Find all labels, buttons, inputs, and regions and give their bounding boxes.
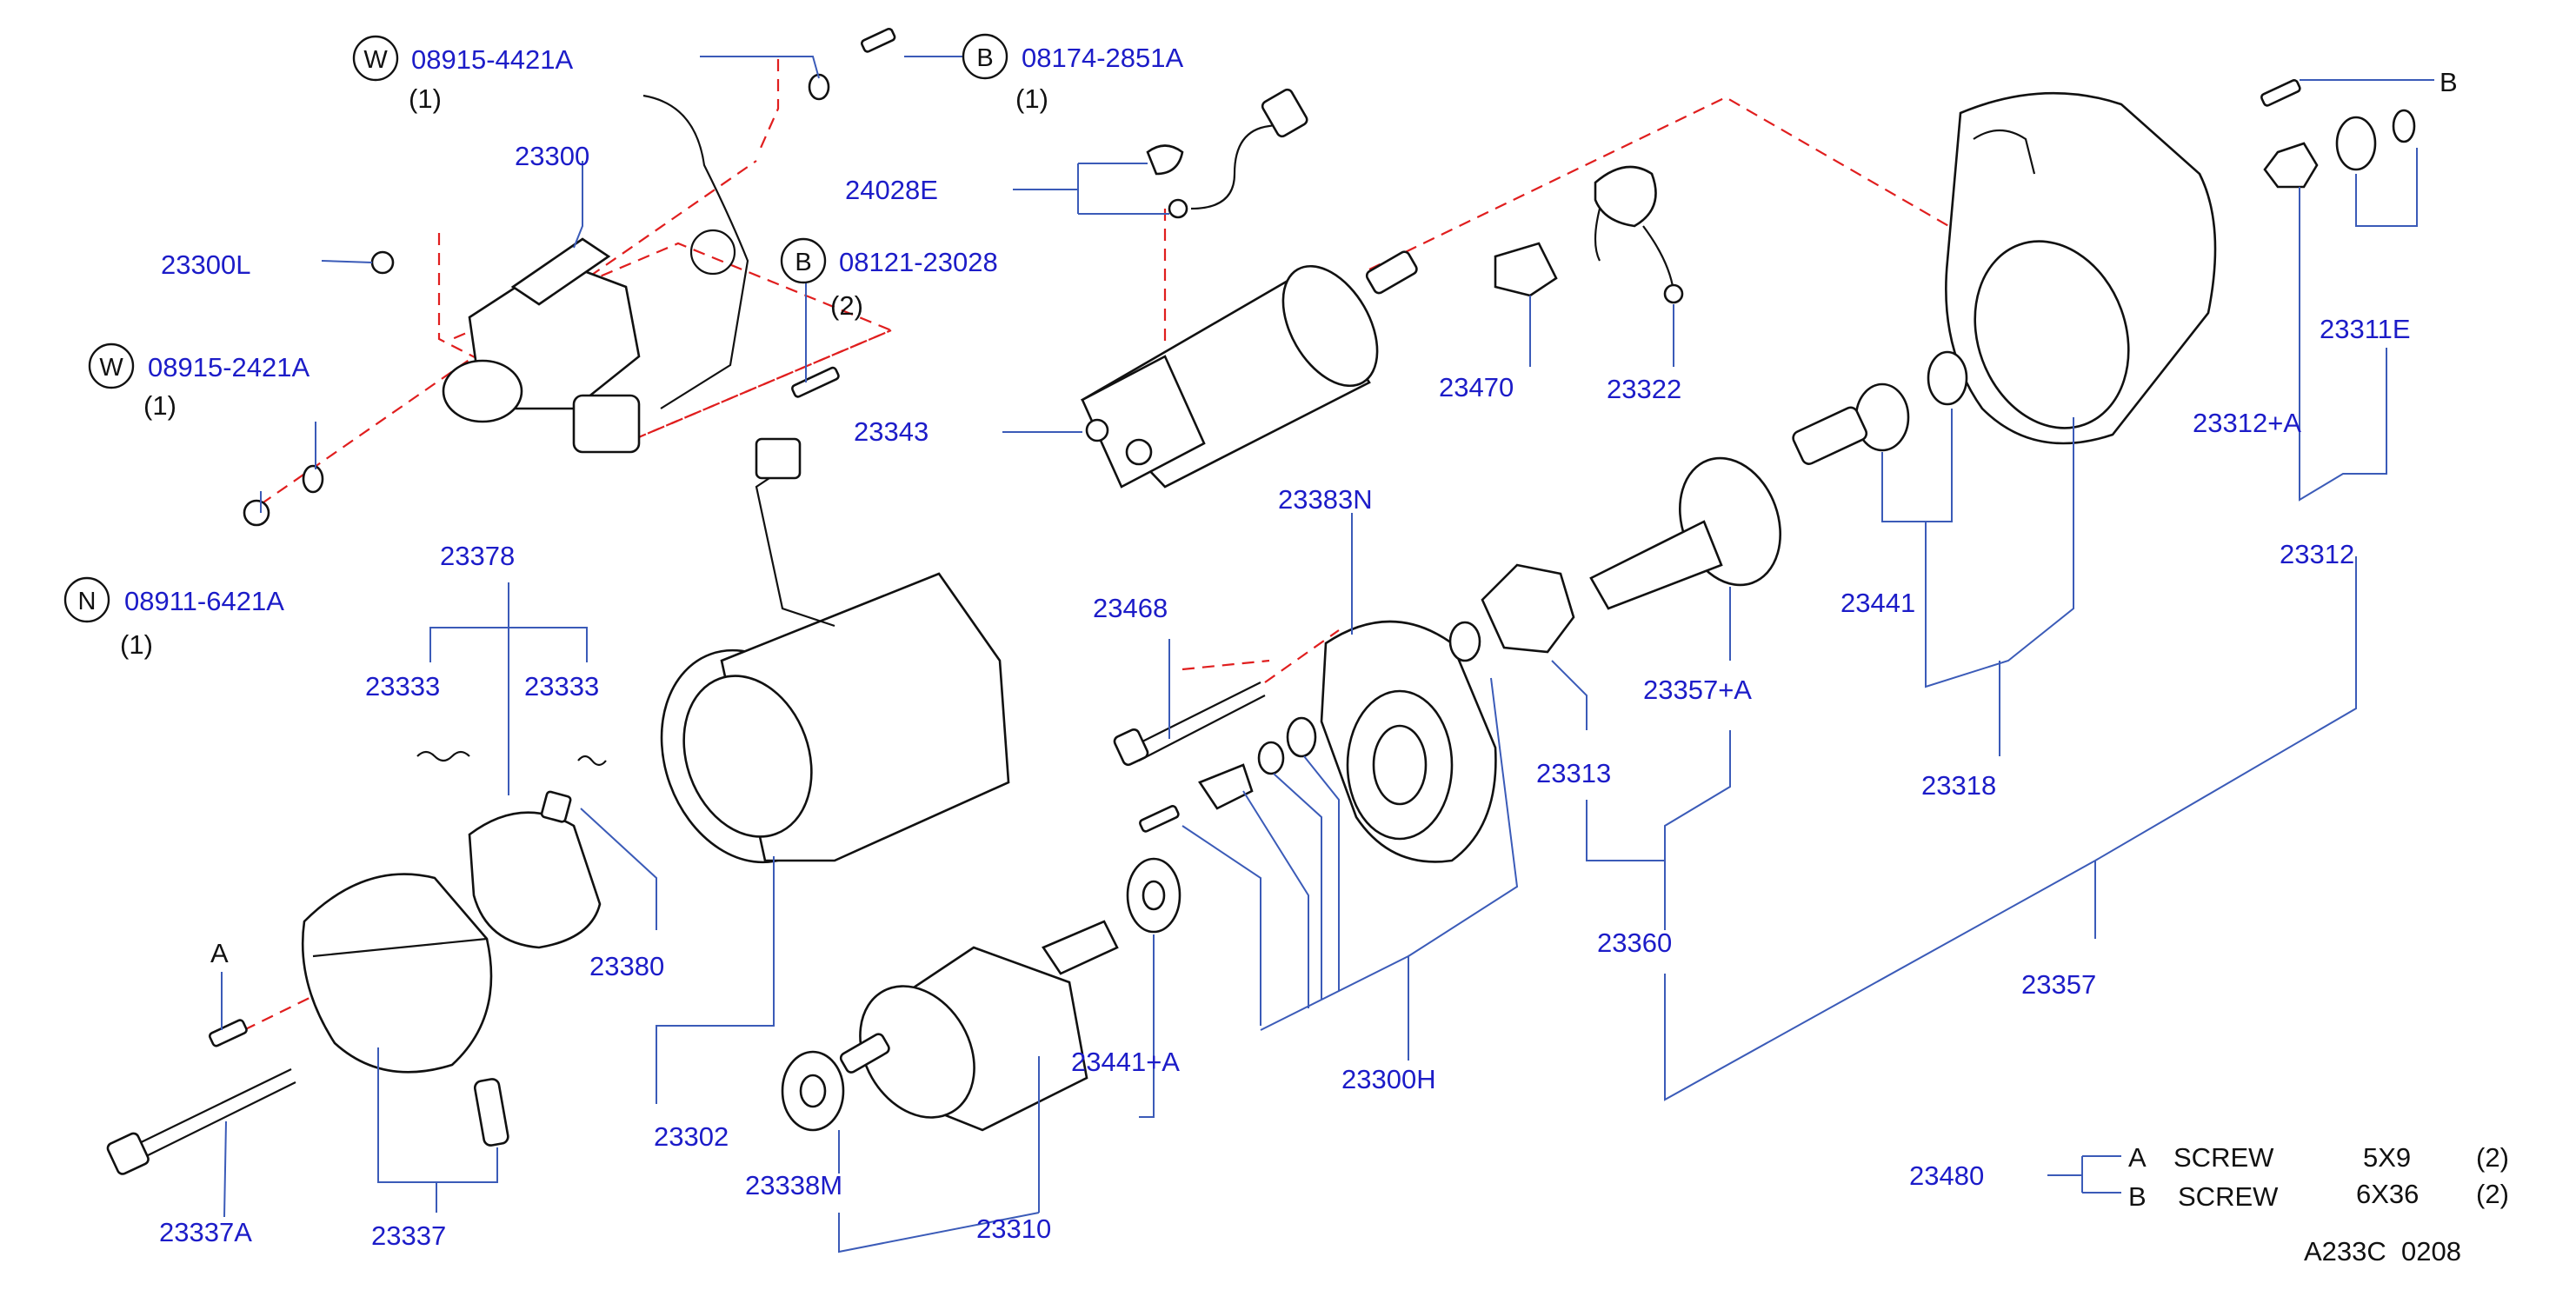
quantity: (2) xyxy=(830,290,863,321)
brush-spring-a xyxy=(416,750,470,762)
label-23333-right: 23333 xyxy=(524,671,599,702)
legend-row-a: A SCREW 5X9 (2) xyxy=(2128,1142,2509,1173)
screw-legend: A SCREW 5X9 (2) B SCREW 6X36 (2) xyxy=(2128,1142,2509,1212)
starter-assembly-overview xyxy=(442,94,749,454)
callout-letter: B xyxy=(976,44,993,72)
diagram-code: A233C 0208 xyxy=(2304,1236,2461,1267)
label-23441A: 23441+A xyxy=(1071,1047,1180,1077)
leader-lines xyxy=(221,56,2434,1253)
end-frame xyxy=(1320,620,1497,863)
part-drawings xyxy=(106,27,2416,1175)
legend-name: SCREW xyxy=(2178,1181,2279,1212)
legend-letter: A xyxy=(2128,1142,2147,1173)
label-23313: 23313 xyxy=(1536,758,1611,788)
label-23378: 23378 xyxy=(440,541,515,571)
label-23383N: 23383N xyxy=(1278,484,1373,515)
label-23441: 23441 xyxy=(1840,588,1915,618)
callout-w-08915-4421A: W 08915-4421A (1) xyxy=(352,35,573,114)
label-23357: 23357 xyxy=(2021,969,2096,1000)
label-24028E: 24028E xyxy=(845,175,938,205)
quantity: (1) xyxy=(409,83,442,114)
label-23318: 23318 xyxy=(1921,770,1996,801)
part-labels: 23300 23300L 24028E 23343 23470 23322 23… xyxy=(159,141,2411,1251)
part-number: 08915-2421A xyxy=(148,352,310,382)
label-23470: 23470 xyxy=(1439,372,1514,402)
quantity: (1) xyxy=(143,390,176,421)
label-23357A: 23357+A xyxy=(1643,675,1752,705)
label-23360: 23360 xyxy=(1597,928,1672,958)
quantity: (1) xyxy=(120,629,153,660)
screw-markers: A B xyxy=(210,67,2458,968)
label-23312A: 23312+A xyxy=(2193,408,2301,438)
callout-letter: W xyxy=(363,46,388,74)
solenoid xyxy=(1080,250,1418,489)
label-23380: 23380 xyxy=(589,951,664,981)
part-number: 08121-23028 xyxy=(839,247,998,277)
roller-bearing xyxy=(2335,116,2377,171)
label-23312: 23312 xyxy=(2280,539,2354,569)
label-23343: 23343 xyxy=(854,416,929,447)
label-23337: 23337 xyxy=(371,1220,446,1251)
shift-lever-23322 xyxy=(1594,165,1684,304)
callout-b-08174-2851A: B 08174-2851A (1) xyxy=(962,33,1183,114)
callout-letter: B xyxy=(795,249,811,276)
label-23300H: 23300H xyxy=(1341,1064,1436,1094)
callout-letter: N xyxy=(78,588,97,615)
part-number: 08174-2851A xyxy=(1022,43,1183,73)
legend-letter: B xyxy=(2128,1181,2147,1212)
label-23333-left: 23333 xyxy=(365,671,440,702)
label-23300L: 23300L xyxy=(161,249,250,280)
label-23337A: 23337A xyxy=(159,1217,252,1247)
gear-housing xyxy=(1945,91,2217,445)
marker-b: B xyxy=(2440,67,2458,97)
label-23311E: 23311E xyxy=(2320,314,2411,344)
legend-size: 5X9 xyxy=(2363,1142,2411,1173)
armature xyxy=(839,920,1119,1132)
label-23302: 23302 xyxy=(654,1121,729,1152)
label-23322: 23322 xyxy=(1607,374,1681,404)
ball-bearing xyxy=(1854,382,1910,452)
label-23480: 23480 xyxy=(1909,1160,1984,1191)
label-23468: 23468 xyxy=(1093,593,1168,623)
label-23338M: 23338M xyxy=(745,1170,842,1200)
legend-size: 6X36 xyxy=(2356,1179,2419,1209)
legend-qty: (2) xyxy=(2476,1179,2509,1209)
brush-holder-plate xyxy=(468,811,602,949)
overrunning-clutch xyxy=(1589,406,1868,610)
legend-name: SCREW xyxy=(2173,1142,2274,1173)
callout-w-08915-2421A: W 08915-2421A (1) xyxy=(88,342,310,421)
yoke-field-assembly xyxy=(660,437,1010,864)
rear-cover xyxy=(301,873,509,1147)
part-number: 08915-4421A xyxy=(411,44,573,75)
long-bolt-23337A xyxy=(106,1068,296,1175)
callout-n-08911-6421A: N 08911-6421A (1) xyxy=(63,576,284,660)
retainer-ring xyxy=(2392,109,2416,143)
callout-letter: W xyxy=(99,354,123,382)
quantity: (1) xyxy=(1015,83,1048,114)
legend-row-b: B SCREW 6X36 (2) xyxy=(2128,1179,2509,1212)
part-number: 08911-6421A xyxy=(124,586,284,616)
legend-qty: (2) xyxy=(2476,1142,2509,1173)
brush-spring-b xyxy=(577,755,607,767)
label-23310: 23310 xyxy=(976,1214,1051,1244)
plunger-23470 xyxy=(1494,242,1558,297)
idle-gear xyxy=(2263,142,2319,189)
pinion-gear xyxy=(1481,563,1575,654)
bearing-washer xyxy=(1927,350,1968,406)
marker-a: A xyxy=(210,938,229,968)
through-bolt-23468 xyxy=(1113,682,1266,767)
wire-lead xyxy=(1146,88,1308,219)
callout-b-08121-23028: B 08121-23028 (2) xyxy=(780,237,998,321)
label-23300: 23300 xyxy=(515,141,589,171)
